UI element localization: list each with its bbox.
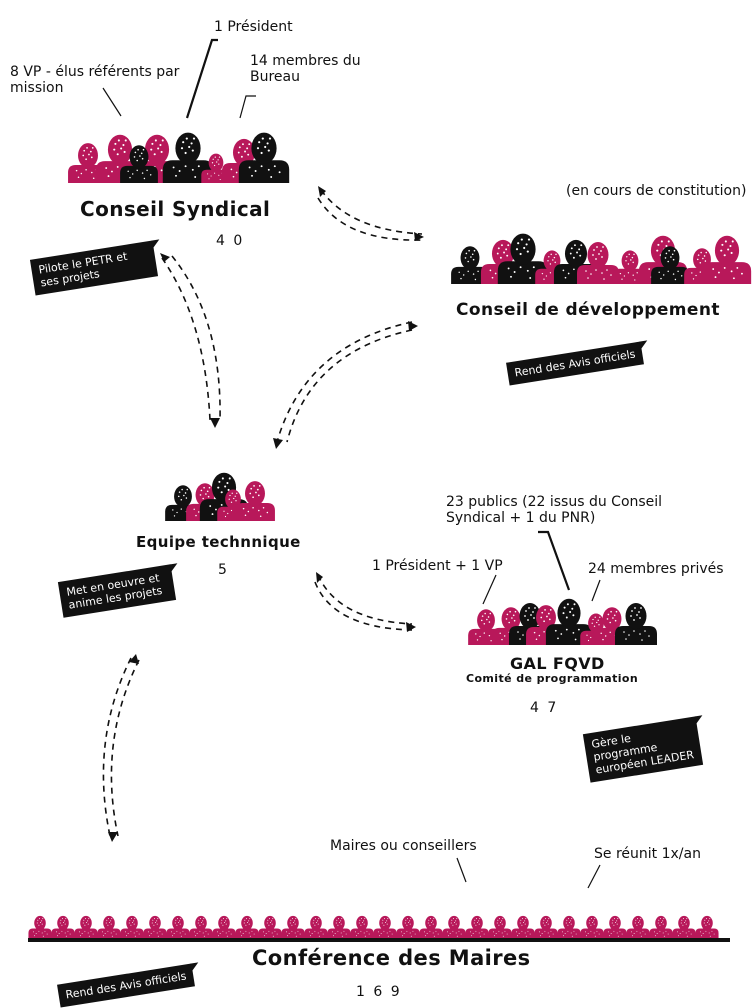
person-figure — [304, 915, 328, 939]
person-figure — [212, 915, 236, 939]
flow-arrows — [102, 189, 423, 837]
gal-subtitle: Comité de programmation — [466, 672, 639, 685]
person-figure — [702, 235, 752, 284]
equipe-title: Equipe technnique — [136, 533, 301, 551]
leader-lines — [102, 38, 601, 889]
person-figure — [189, 915, 213, 939]
person-figure — [442, 915, 466, 939]
person-figure — [534, 915, 558, 939]
person-figure — [649, 915, 673, 939]
person-figure — [373, 915, 397, 939]
person-figure — [577, 242, 619, 284]
person-figure — [419, 915, 443, 939]
arrow-heads — [108, 186, 424, 842]
person-figure — [465, 915, 489, 939]
arrow-equipe-gal-a — [317, 574, 413, 625]
crowd-illustrations — [28, 132, 752, 942]
arrow-syndical-dev-b — [317, 197, 423, 241]
person-figure — [120, 915, 144, 939]
arrow-equipe-conference-a — [102, 657, 132, 837]
person-figure — [672, 915, 696, 939]
arrow-syndical-equipe-a — [161, 257, 211, 421]
person-figure — [143, 915, 167, 939]
conseil-syndical-count: 4 0 — [216, 233, 245, 249]
person-figure — [258, 915, 282, 939]
arrow-head — [406, 622, 416, 632]
arrow-head — [414, 232, 424, 241]
person-figure — [166, 915, 190, 939]
crowd-ground-line — [28, 938, 730, 942]
arrow-head — [273, 438, 283, 449]
leader-line-gal-president — [482, 574, 497, 605]
person-figure — [626, 915, 650, 939]
leader-line-maires — [456, 857, 467, 883]
arrow-equipe-conference-b — [110, 659, 140, 837]
person-figure — [488, 915, 512, 939]
person-figure — [238, 132, 290, 183]
annotation-maires: Maires ou conseillers — [330, 838, 477, 854]
arrow-dev-equipe-a — [276, 321, 413, 443]
annotation-bureau: 14 membres du Bureau — [250, 53, 361, 85]
annotation-gal-publics: 23 publics (22 issus du Conseil Syndical… — [446, 494, 663, 526]
annotation-vp: 8 VP - élus référents par mission — [10, 64, 180, 96]
arrow-dev-equipe-b — [286, 329, 413, 443]
annotation-gal-president: 1 Président + 1 VP — [372, 558, 503, 574]
person-figure — [51, 915, 75, 939]
gal-title: GAL FQVD — [510, 654, 605, 673]
conference-count: 1 6 9 — [356, 984, 402, 1000]
person-figure — [396, 915, 420, 939]
person-figure — [97, 915, 121, 939]
person-figure — [613, 250, 647, 284]
person-figure — [651, 246, 689, 284]
annotation-constitution: (en cours de constitution) — [566, 183, 747, 199]
arrow-syndical-dev-a — [320, 189, 423, 235]
person-figure — [235, 915, 259, 939]
arrow-head — [318, 186, 326, 197]
arrow-head — [408, 321, 418, 331]
leader-line-vp — [102, 87, 122, 117]
person-figure — [28, 915, 52, 939]
person-figure — [580, 915, 604, 939]
person-figure — [451, 246, 489, 284]
arrow-equipe-gal-b — [314, 581, 413, 631]
person-figure — [350, 915, 374, 939]
conseil-syndical-title: Conseil Syndical — [80, 197, 271, 221]
person-figure — [511, 915, 535, 939]
person-figure — [695, 915, 719, 939]
person-figure — [603, 915, 627, 939]
leader-line-gal-prives — [591, 579, 601, 602]
gal-count: 4 7 — [530, 700, 559, 716]
arrow-head — [316, 572, 323, 583]
conference-title: Conférence des Maires — [252, 946, 531, 970]
leader-line-reunit — [587, 864, 601, 889]
person-figure — [162, 132, 214, 183]
leader-line-gal-publics — [538, 530, 571, 591]
person-figure — [74, 915, 98, 939]
conseil-dev-title: Conseil de développement — [456, 300, 720, 320]
person-figure — [281, 915, 305, 939]
person-figure — [235, 481, 275, 521]
arrow-head — [108, 832, 118, 842]
person-figure — [327, 915, 351, 939]
annotation-gal-prives: 24 membres privés — [588, 561, 724, 577]
person-figure — [557, 915, 581, 939]
annotation-reunit: Se réunit 1x/an — [594, 846, 701, 862]
leader-line-president — [185, 38, 218, 119]
arrow-syndical-equipe-b — [171, 255, 221, 421]
annotation-president: 1 Président — [214, 19, 293, 35]
arrow-head — [160, 253, 170, 262]
person-figure — [120, 145, 158, 183]
arrow-head — [210, 418, 220, 428]
leader-line-bureau — [239, 95, 256, 119]
arrow-head — [129, 654, 139, 664]
equipe-count: 5 — [218, 562, 229, 578]
person-figure — [615, 603, 657, 645]
